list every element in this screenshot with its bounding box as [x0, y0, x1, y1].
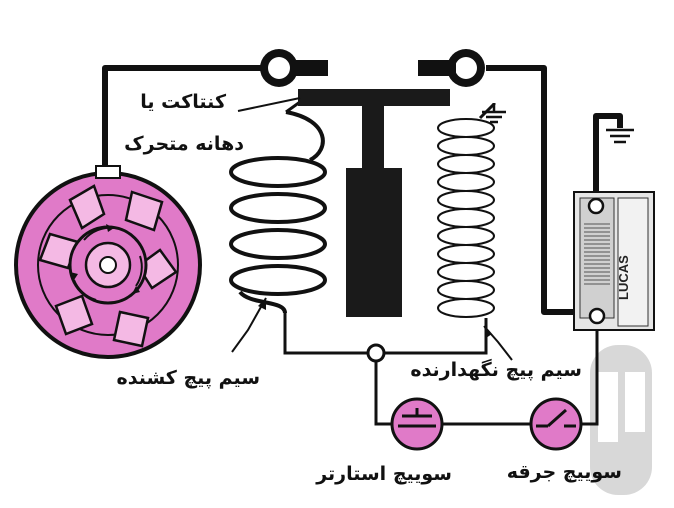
wire-switch-battery [582, 322, 599, 426]
starter-switch-label: سوییچ استارتر [316, 463, 452, 485]
junction-node [366, 343, 386, 363]
pull-in-coil [229, 110, 327, 314]
left-terminal [260, 49, 328, 87]
right-terminal [418, 49, 485, 87]
contact-label-line2: دهانه متحرک [124, 133, 244, 155]
wire-switch-loop [374, 360, 392, 426]
plunger [298, 89, 450, 317]
battery-brand: LUCAS [616, 255, 631, 300]
motor-icon [14, 165, 202, 359]
pull-in-coil-label: سیم پیچ کشنده [116, 367, 260, 389]
battery-icon: LUCAS [573, 191, 655, 331]
starter-switch-icon [390, 397, 444, 451]
ground-icon [482, 103, 506, 124]
hold-in-coil [437, 118, 495, 318]
wire-holdin-junction [384, 318, 488, 355]
contact-pointer [237, 97, 301, 112]
ignition-switch-label: سوییچ جرقه [506, 461, 622, 483]
plunger-stem [362, 106, 384, 168]
ignition-switch-icon [529, 397, 583, 451]
wire-pullin-junction [283, 313, 372, 355]
plunger-core [346, 168, 402, 317]
wire-battery-ground [593, 113, 623, 196]
contact-bar [298, 89, 450, 106]
watermark-icon [590, 345, 652, 495]
pointer-arrows [258, 298, 492, 338]
wire-pullin-top [285, 100, 301, 114]
wiring [102, 65, 623, 315]
battery-ground-icon [606, 128, 634, 144]
hold-in-coil-label: سیم پیچ نگهدارنده [410, 359, 582, 381]
wire-motor-terminal [102, 65, 262, 170]
pull-in-pointer [231, 297, 267, 353]
wire-terminal-battery [486, 65, 595, 315]
contact-label: کنتاکت یا [140, 91, 226, 113]
